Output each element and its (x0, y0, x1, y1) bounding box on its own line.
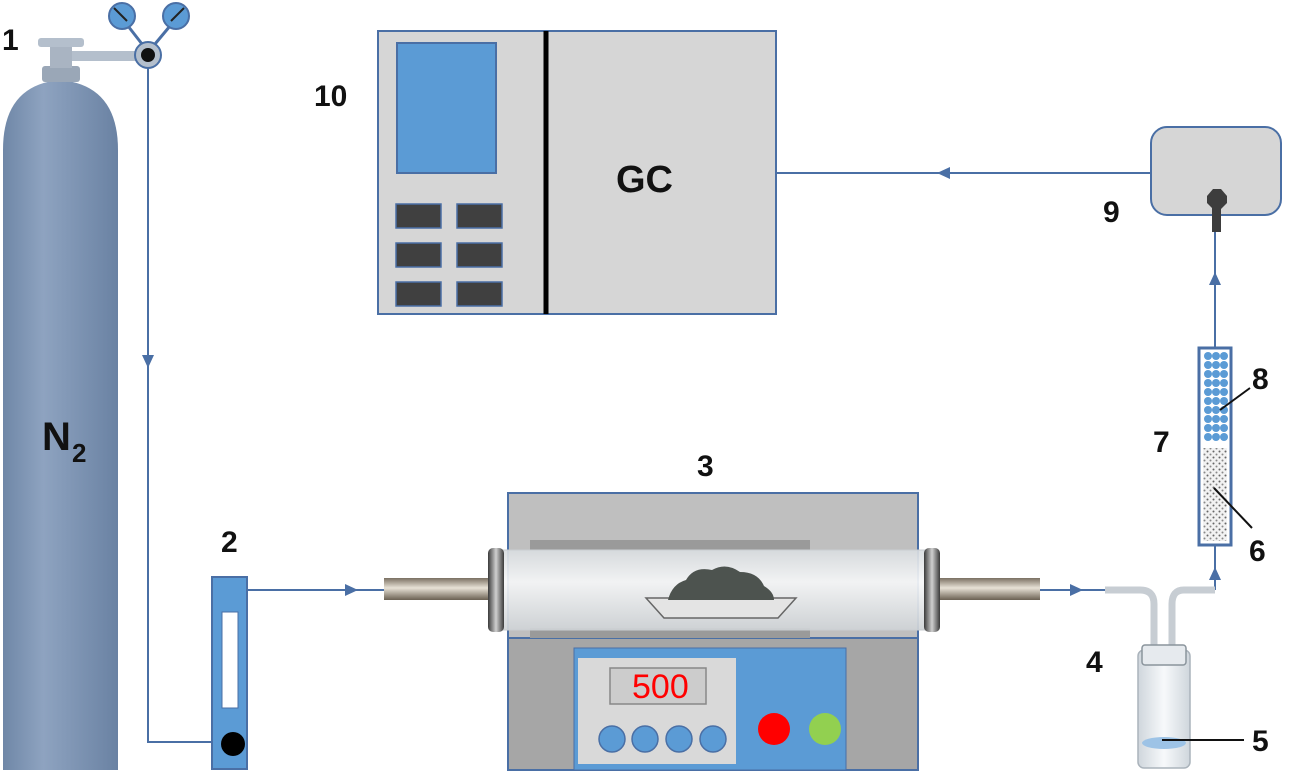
temperature-display (609, 667, 707, 705)
tube-end-cap-left (488, 548, 504, 632)
panel-button[interactable] (631, 725, 659, 753)
bag-stem (1212, 207, 1221, 232)
panel-button[interactable] (699, 725, 727, 753)
arrow-right-to-bottle (1070, 584, 1083, 596)
column-lower-packing (1203, 448, 1227, 541)
flow-arrows (142, 167, 1221, 596)
bottle-body (1137, 649, 1191, 769)
flowmeter-window (221, 611, 239, 709)
pressure-gauge-icon (162, 2, 190, 30)
flowmeter (211, 576, 248, 770)
gas-formula: N (42, 415, 71, 459)
label-3: 3 (697, 450, 714, 483)
bottle-liquid (1142, 737, 1186, 749)
temperature-display-value: 500 (632, 668, 689, 706)
cylinder-neck (42, 66, 80, 82)
nitrogen-cylinder: N 2 (3, 2, 190, 770)
gas-subscript: 2 (72, 438, 86, 468)
flowmeter-knob-icon (221, 732, 245, 756)
gc-button[interactable] (395, 281, 442, 307)
gc-button[interactable] (456, 203, 503, 229)
tube-furnace: 500 (384, 492, 1040, 771)
panel-button[interactable] (598, 725, 626, 753)
label-1: 1 (2, 24, 19, 57)
arrow-up-to-column (1209, 567, 1221, 580)
drying-column (1197, 346, 1253, 547)
cylinder-valve (50, 44, 72, 68)
bottle-inlet-tube (1105, 586, 1158, 742)
arrow-left-to-gc (937, 167, 950, 179)
gc-button[interactable] (456, 242, 503, 268)
pressure-gauge-icon (108, 2, 136, 30)
red-indicator-light (758, 713, 790, 745)
label-5: 5 (1252, 725, 1269, 758)
sample-powder (668, 566, 774, 600)
gc-label: GC (616, 159, 673, 201)
leader-line-6 (1213, 487, 1253, 529)
label-9: 9 (1103, 196, 1120, 229)
bottle-outlet-tube (1168, 586, 1215, 660)
label-2: 2 (221, 526, 238, 559)
inlet-rod (384, 578, 502, 600)
arrow-right-to-furnace (345, 584, 358, 596)
leader-line-8 (1219, 387, 1251, 411)
regulator-core (141, 48, 155, 62)
column-upper-packing (1204, 352, 1228, 441)
pipe-cylinder-to-flowmeter (147, 66, 215, 743)
gas-chromatograph: GC (377, 30, 777, 315)
cylinder-body (3, 80, 118, 770)
gc-button[interactable] (456, 281, 503, 307)
bottle-cap (1141, 644, 1187, 666)
furnace-inner-band-bottom (530, 628, 810, 638)
absorption-bottle (1105, 586, 1244, 769)
label-6: 6 (1249, 535, 1266, 568)
label-7: 7 (1153, 426, 1170, 459)
tube-end-cap-right (924, 548, 940, 632)
gas-sampling-bag (1150, 126, 1282, 232)
bag-valve-icon (1207, 189, 1227, 209)
gc-button[interactable] (395, 242, 442, 268)
gc-button[interactable] (395, 203, 442, 229)
panel-button[interactable] (665, 725, 693, 753)
green-indicator-light (809, 713, 841, 745)
label-10: 10 (314, 80, 347, 113)
outlet-rod (928, 578, 1040, 600)
gc-screen (396, 42, 497, 174)
label-8: 8 (1252, 363, 1269, 396)
cylinder-handwheel (38, 38, 84, 47)
furnace-inner-band-top (530, 540, 810, 550)
arrow-down-cylinder-line (142, 355, 154, 368)
regulator-arm (72, 51, 142, 61)
label-4: 4 (1086, 646, 1103, 679)
arrow-up-to-bag (1209, 272, 1221, 285)
sample-boat (644, 597, 798, 619)
